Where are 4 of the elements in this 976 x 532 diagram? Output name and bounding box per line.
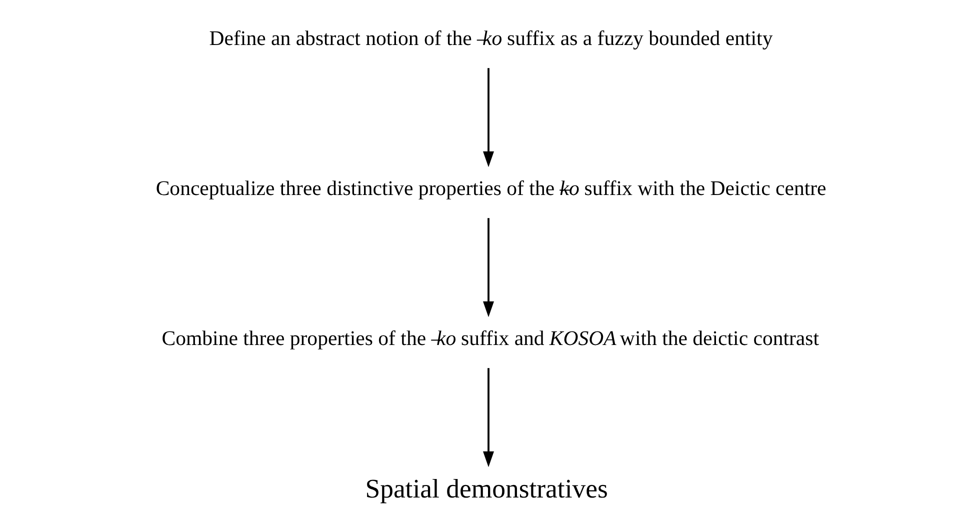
arrow — [482, 368, 494, 468]
arrow — [482, 68, 494, 168]
arrow — [482, 218, 494, 318]
node-text: Spatial demonstratives — [364, 474, 608, 504]
